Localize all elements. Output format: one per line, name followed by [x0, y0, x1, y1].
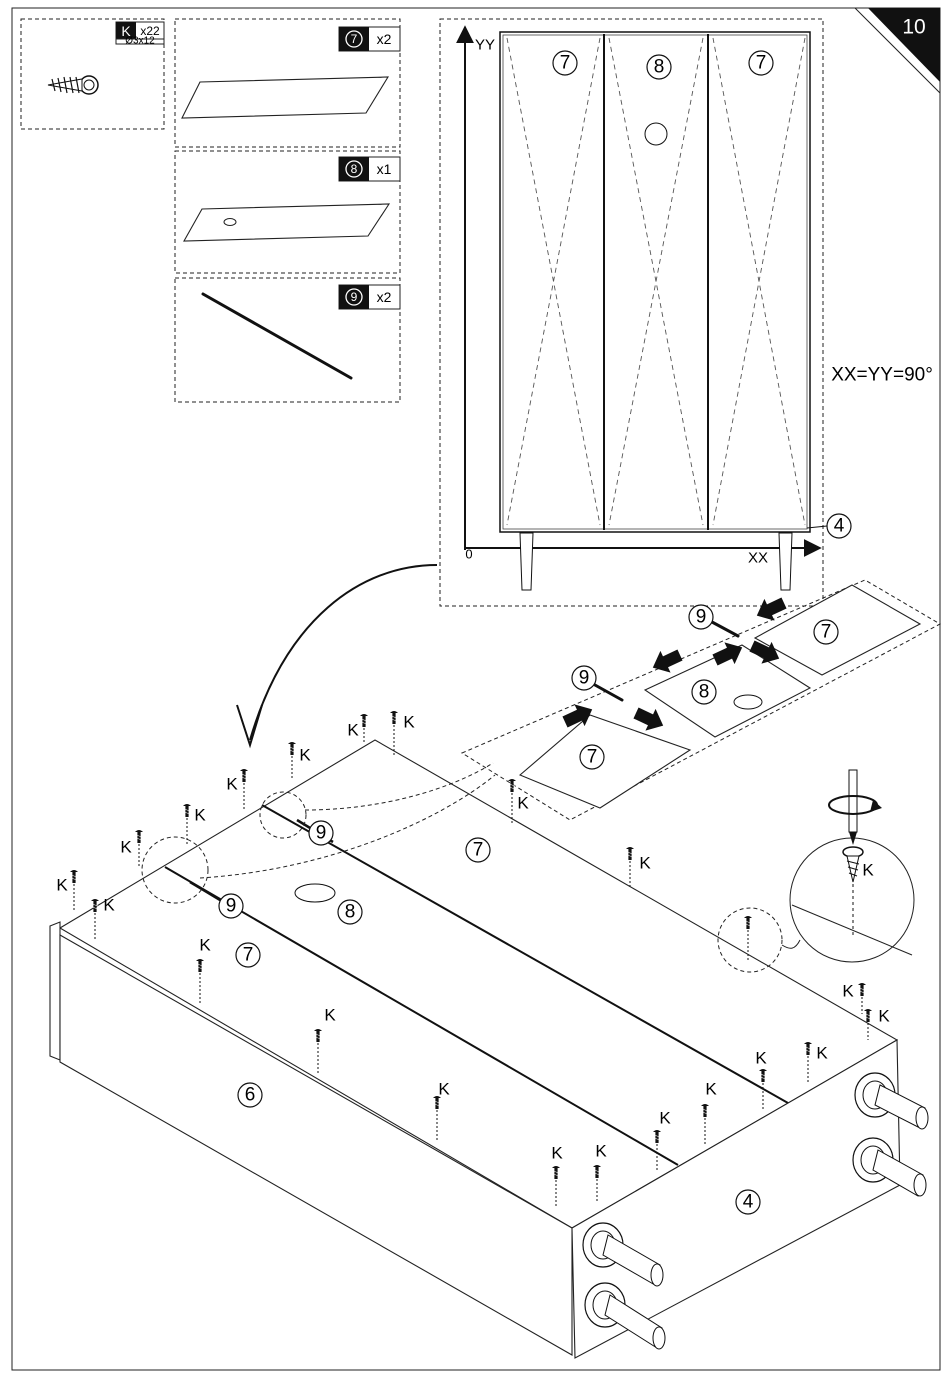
svg-text:K: K — [517, 794, 529, 813]
panel-8-icon — [184, 204, 389, 241]
svg-text:7: 7 — [560, 53, 571, 74]
svg-text:K: K — [755, 1049, 767, 1068]
axis-y-label: YY — [475, 37, 495, 54]
part-box-7: 7 x2 — [175, 19, 400, 147]
svg-text:K: K — [120, 838, 132, 857]
svg-text:K: K — [403, 713, 415, 732]
svg-text:9: 9 — [226, 896, 237, 917]
svg-text:K: K — [226, 775, 238, 794]
svg-text:K: K — [103, 896, 115, 915]
label-part-6: 6 — [238, 1083, 262, 1107]
svg-text:K: K — [438, 1080, 450, 1099]
label-part-9-lower: 9 — [219, 894, 243, 918]
label-part-4-detail: 4 — [827, 514, 851, 538]
svg-text:7: 7 — [587, 747, 598, 768]
part-8-qty: x1 — [377, 161, 392, 177]
back-panel-8: 8 — [647, 55, 671, 79]
svg-text:9: 9 — [696, 607, 707, 628]
svg-text:K: K — [705, 1080, 717, 1099]
label-part-7-main: 7 — [466, 838, 490, 862]
label-part-4: 4 — [736, 1190, 760, 1214]
svg-text:9: 9 — [316, 823, 327, 844]
back-panel-7-right: 7 — [749, 51, 773, 75]
exploded-panels: 7 8 7 9 9 — [462, 580, 940, 820]
svg-text:K: K — [639, 854, 651, 873]
part-box-8: 8 x1 — [175, 151, 400, 273]
svg-text:K: K — [595, 1142, 607, 1161]
origin-label: 0 — [465, 547, 472, 562]
part-8-id: 8 — [351, 162, 358, 176]
svg-text:K: K — [347, 721, 359, 740]
square-formula: XX=YY=90° — [831, 365, 933, 386]
svg-text:K: K — [551, 1144, 563, 1163]
svg-text:K: K — [842, 982, 854, 1001]
svg-text:K: K — [299, 746, 311, 765]
svg-text:4: 4 — [743, 1192, 754, 1213]
axis-x-label: XX — [748, 550, 768, 567]
exploded-label-8: 8 — [692, 680, 716, 704]
part-box-9: 9 x2 — [175, 278, 400, 402]
svg-text:7: 7 — [243, 945, 254, 966]
svg-text:7: 7 — [473, 840, 484, 861]
svg-text:K: K — [324, 1006, 336, 1025]
part-k-size: Ø3x12 — [125, 36, 155, 47]
label-part-7-lower: 7 — [236, 943, 260, 967]
svg-text:7: 7 — [821, 622, 832, 643]
part-9-id: 9 — [351, 290, 358, 304]
screwdriver-icon — [829, 770, 882, 845]
label-part-9-upper: 9 — [309, 821, 333, 845]
svg-text:K: K — [199, 936, 211, 955]
exploded-label-7a: 7 — [580, 745, 604, 769]
svg-text:K: K — [194, 806, 206, 825]
exploded-label-9a: 9 — [572, 666, 596, 690]
svg-text:K: K — [878, 1007, 890, 1026]
back-panel-7-left: 7 — [553, 51, 577, 75]
parts-list: K x22 Ø3x12 7 x2 8 — [21, 19, 400, 402]
screw-k-icon — [48, 76, 98, 94]
svg-text:6: 6 — [245, 1085, 256, 1106]
screw-detail-icon — [843, 847, 863, 935]
exploded-label-9b: 9 — [689, 605, 713, 629]
svg-text:K: K — [659, 1109, 671, 1128]
part-7-qty: x2 — [377, 31, 392, 47]
svg-text:7: 7 — [756, 53, 767, 74]
label-part-8-main: 8 — [338, 900, 362, 924]
exploded-label-7b: 7 — [814, 620, 838, 644]
svg-text:8: 8 — [699, 682, 710, 703]
svg-text:K: K — [862, 861, 874, 880]
step-number: 10 — [902, 16, 925, 39]
cabinet-assembly: 7 8 7 9 9 6 4 — [50, 740, 928, 1358]
panel-7-icon — [182, 77, 388, 118]
svg-text:K: K — [816, 1044, 828, 1063]
svg-text:9: 9 — [579, 668, 590, 689]
svg-text:8: 8 — [654, 57, 665, 78]
svg-text:K: K — [56, 876, 68, 895]
svg-text:8: 8 — [345, 902, 356, 923]
svg-text:4: 4 — [834, 516, 845, 537]
square-check-detail: YY XX 0 XX=YY=90° 7 8 7 4 — [440, 19, 933, 606]
part-7-id: 7 — [351, 32, 358, 46]
rod-9-icon — [203, 294, 351, 378]
part-9-qty: x2 — [377, 289, 392, 305]
part-box-k: K x22 Ø3x12 — [21, 19, 164, 129]
